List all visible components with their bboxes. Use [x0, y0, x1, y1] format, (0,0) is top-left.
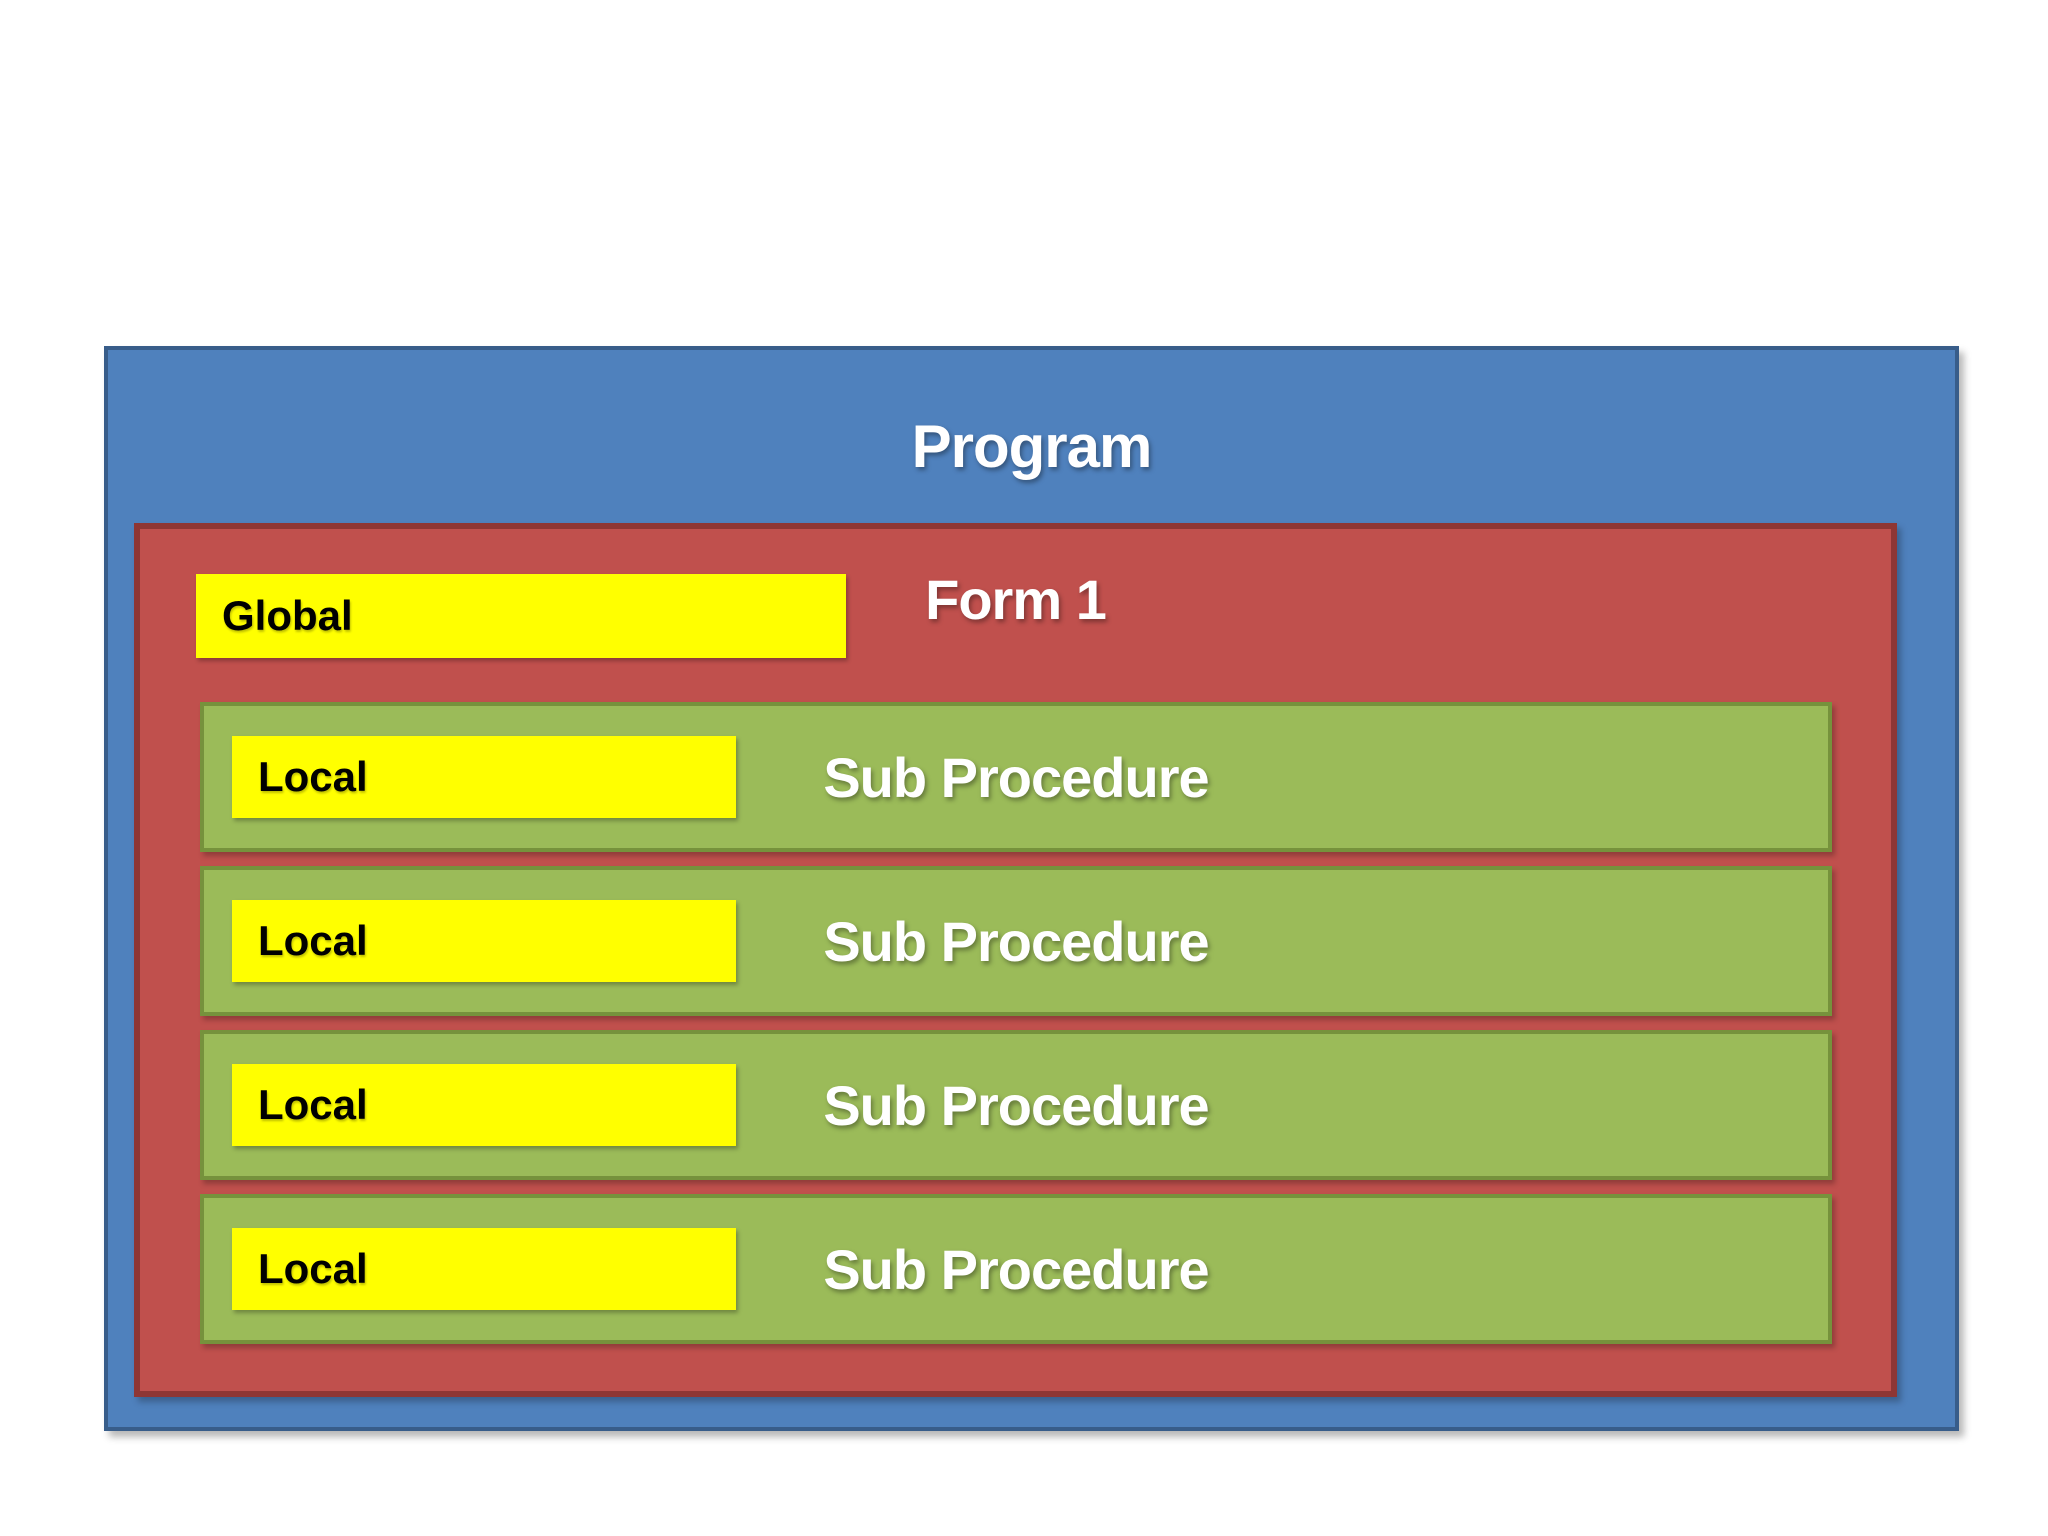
sub-procedure-row: Local Sub Procedure — [200, 866, 1832, 1016]
sub-procedure-title: Sub Procedure — [823, 745, 1209, 809]
local-variable-label: Local — [258, 1081, 368, 1128]
local-variable-box: Local — [232, 900, 736, 982]
local-variable-label: Local — [258, 1245, 368, 1292]
local-variable-box: Local — [232, 736, 736, 818]
program-title: Program — [911, 413, 1153, 480]
sub-procedure-title: Sub Procedure — [823, 1237, 1209, 1301]
sub-procedure-title: Sub Procedure — [823, 1073, 1209, 1137]
sub-procedure-row: Local Sub Procedure — [200, 702, 1832, 852]
form-title: Form 1 — [925, 568, 1107, 631]
sub-procedure-row: Local Sub Procedure — [200, 1194, 1832, 1344]
local-variable-box: Local — [232, 1064, 736, 1146]
global-variable-label: Global — [222, 592, 353, 639]
global-variable-box: Global — [196, 574, 846, 658]
local-variable-label: Local — [258, 917, 368, 964]
sub-procedure-title: Sub Procedure — [823, 909, 1209, 973]
sub-procedure-row: Local Sub Procedure — [200, 1030, 1832, 1180]
form-scope-box: Form 1 Global Local Sub Procedure Local … — [134, 523, 1897, 1397]
local-variable-box: Local — [232, 1228, 736, 1310]
program-scope-box: Program Form 1 Global Local Sub Procedur… — [104, 346, 1959, 1431]
local-variable-label: Local — [258, 753, 368, 800]
